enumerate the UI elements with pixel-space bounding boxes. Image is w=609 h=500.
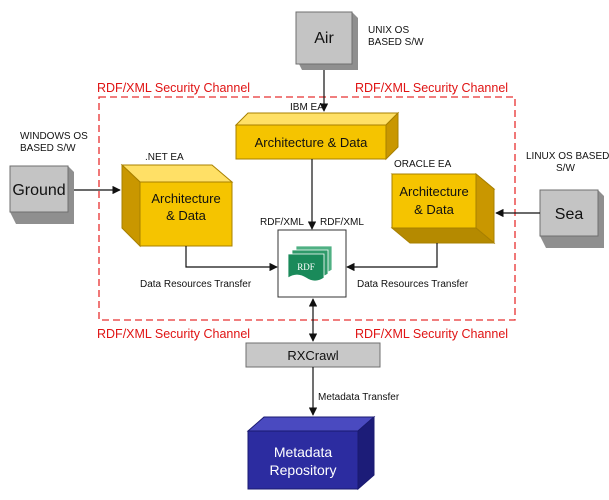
channel-label-bottom-left: RDF/XML Security Channel bbox=[97, 327, 250, 341]
channel-label-top-left: RDF/XML Security Channel bbox=[97, 81, 250, 95]
sea-label: Sea bbox=[555, 206, 584, 223]
oracle-ea-label-line1: Architecture bbox=[399, 184, 468, 199]
air-label: Air bbox=[314, 30, 334, 47]
repository-label-line2: Repository bbox=[270, 462, 337, 478]
channel-label-bottom-right: RDF/XML Security Channel bbox=[355, 327, 508, 341]
ibm-ea-box: Architecture & Data bbox=[234, 111, 400, 161]
ground-node: Ground bbox=[9, 165, 74, 224]
oracle-ea-label-line2: & Data bbox=[414, 202, 455, 217]
net-ea-label-line2: & Data bbox=[166, 208, 207, 223]
sea-caption-line2: S/W bbox=[556, 163, 575, 174]
ground-caption-line1: WINDOWS OS bbox=[20, 131, 88, 142]
rdfxml-label-left: RDF/XML bbox=[260, 217, 304, 228]
air-node: Air bbox=[295, 11, 358, 70]
metadata-repository-box: Metadata Repository bbox=[246, 415, 376, 491]
rxcrawl-box: RXCrawl bbox=[245, 342, 381, 368]
ground-label: Ground bbox=[12, 182, 65, 199]
sea-caption-line1: LINUX OS BASED bbox=[526, 151, 609, 162]
sea-node: Sea bbox=[539, 189, 604, 248]
rxcrawl-label: RXCrawl bbox=[287, 348, 338, 363]
ground-caption-line2: BASED S/W bbox=[20, 143, 76, 154]
arrow-oracle-to-hub bbox=[346, 243, 438, 272]
net-ea-title: .NET EA bbox=[145, 152, 184, 163]
channel-label-top-right: RDF/XML Security Channel bbox=[355, 81, 508, 95]
air-caption-line2: BASED S/W bbox=[368, 37, 424, 48]
transfer-label-right: Data Resources Transfer bbox=[357, 279, 469, 290]
oracle-ea-box: Architecture & Data bbox=[390, 172, 496, 245]
ibm-ea-label: Architecture & Data bbox=[255, 135, 368, 150]
oracle-ea-title: ORACLE EA bbox=[394, 159, 452, 170]
security-channel-border bbox=[98, 96, 516, 321]
metadata-transfer-label: Metadata Transfer bbox=[318, 392, 400, 403]
rdfxml-label-right: RDF/XML bbox=[320, 217, 364, 228]
arrow-net-to-hub bbox=[185, 246, 278, 272]
ibm-ea-title: IBM EA bbox=[290, 102, 324, 113]
rdf-document-icon: RDF bbox=[287, 245, 333, 282]
rdf-icon-label: RDF bbox=[297, 262, 315, 272]
air-caption-line1: UNIX OS bbox=[368, 25, 409, 36]
net-ea-label-line1: Architecture bbox=[151, 191, 220, 206]
repository-label-line1: Metadata bbox=[274, 444, 333, 460]
transfer-label-left: Data Resources Transfer bbox=[140, 279, 252, 290]
net-ea-box: Architecture & Data bbox=[120, 163, 234, 248]
